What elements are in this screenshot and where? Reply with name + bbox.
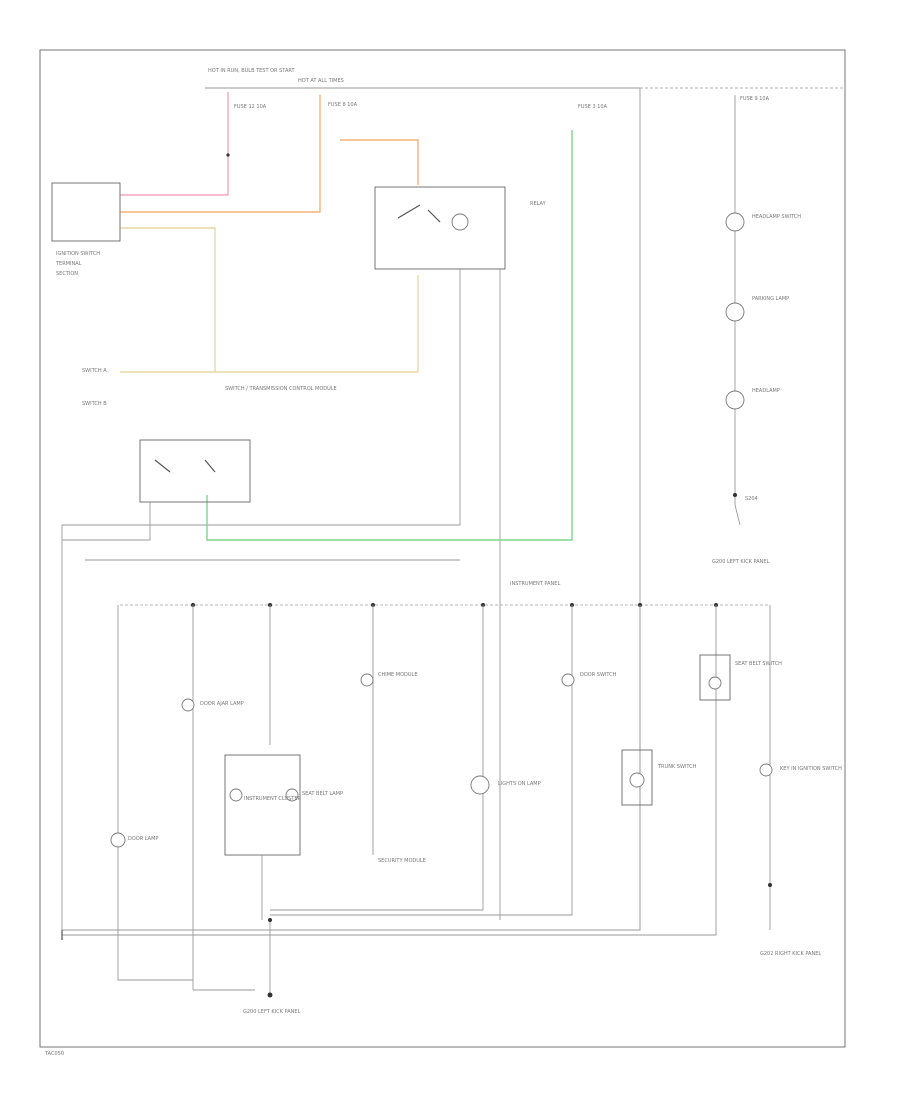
- ignition-switch-box: [51, 182, 121, 242]
- lamp3-label: CHIME MODULE: [378, 672, 418, 678]
- fuse-green-label: FUSE 3 10A: [578, 104, 608, 110]
- splice-top-label: S204: [745, 496, 758, 502]
- svg-text:SECTION: SECTION: [56, 271, 78, 277]
- module1-box: [224, 754, 301, 856]
- lamp5-label: DOOR SWITCH: [580, 672, 617, 678]
- svg-text:SWITCH B: SWITCH B: [82, 401, 107, 407]
- label-hot-acc: HOT AT ALL TIMES: [298, 78, 344, 84]
- lamp-left-label: DOOR LAMP: [128, 836, 158, 842]
- svg-text:TERMINAL: TERMINAL: [55, 261, 82, 267]
- lamp1-label: DOOR AJAR LAMP: [200, 701, 244, 707]
- lamp-r3-label: HEADLAMP: [752, 388, 780, 394]
- switch-block-label: SWITCH / TRANSMISSION CONTROL MODULE: [225, 386, 337, 392]
- pink-wire: [120, 92, 229, 196]
- diagram-frame: [39, 49, 846, 1048]
- label-hot-top: HOT IN RUN, BULB TEST OR START: [208, 68, 295, 74]
- figure-code: TAC050: [44, 1051, 64, 1057]
- module2-box: [621, 749, 653, 806]
- lamp7-label: SEAT BELT SWITCH: [735, 661, 782, 667]
- lamp8-label: KEY IN IGNITION SWITCH: [780, 766, 842, 772]
- orange-wire: [120, 95, 419, 213]
- green-wire: [206, 130, 573, 541]
- ground-right-label: G202 RIGHT KICK PANEL: [760, 951, 821, 957]
- left-kick-label: G200 LEFT KICK PANEL: [712, 559, 770, 565]
- relay-box: [374, 186, 506, 270]
- relay-label: RELAY: [530, 201, 547, 207]
- ignition-switch-label: IGNITION SWITCH: [56, 251, 100, 257]
- switch-block-box: [139, 439, 251, 503]
- lamp6-label: TRUNK SWITCH: [657, 764, 697, 770]
- fuse-right-label: FUSE 9 10A: [740, 96, 770, 102]
- lamp4-label: LIGHTS ON LAMP: [498, 781, 541, 787]
- yellow-wire: [120, 227, 419, 373]
- lamp-r2-label: PARKING LAMP: [752, 296, 789, 302]
- lamp2-label: SEAT BELT LAMP: [302, 791, 343, 797]
- svg-text:SWITCH A: SWITCH A: [82, 368, 107, 374]
- bus-label: INSTRUMENT PANEL: [510, 581, 560, 587]
- lamp-r1-label: HEADLAMP SWITCH: [752, 214, 801, 220]
- module3-box: [699, 654, 731, 701]
- ground-left-label: G200 LEFT KICK PANEL: [243, 1009, 301, 1015]
- fuse-mid-label: FUSE 8 10A: [328, 102, 358, 108]
- module1-label: INSTRUMENT CLUSTER: [244, 796, 302, 802]
- mod3-label: SECURITY MODULE: [378, 858, 426, 864]
- fuse-left-label: FUSE 12 10A: [234, 104, 267, 110]
